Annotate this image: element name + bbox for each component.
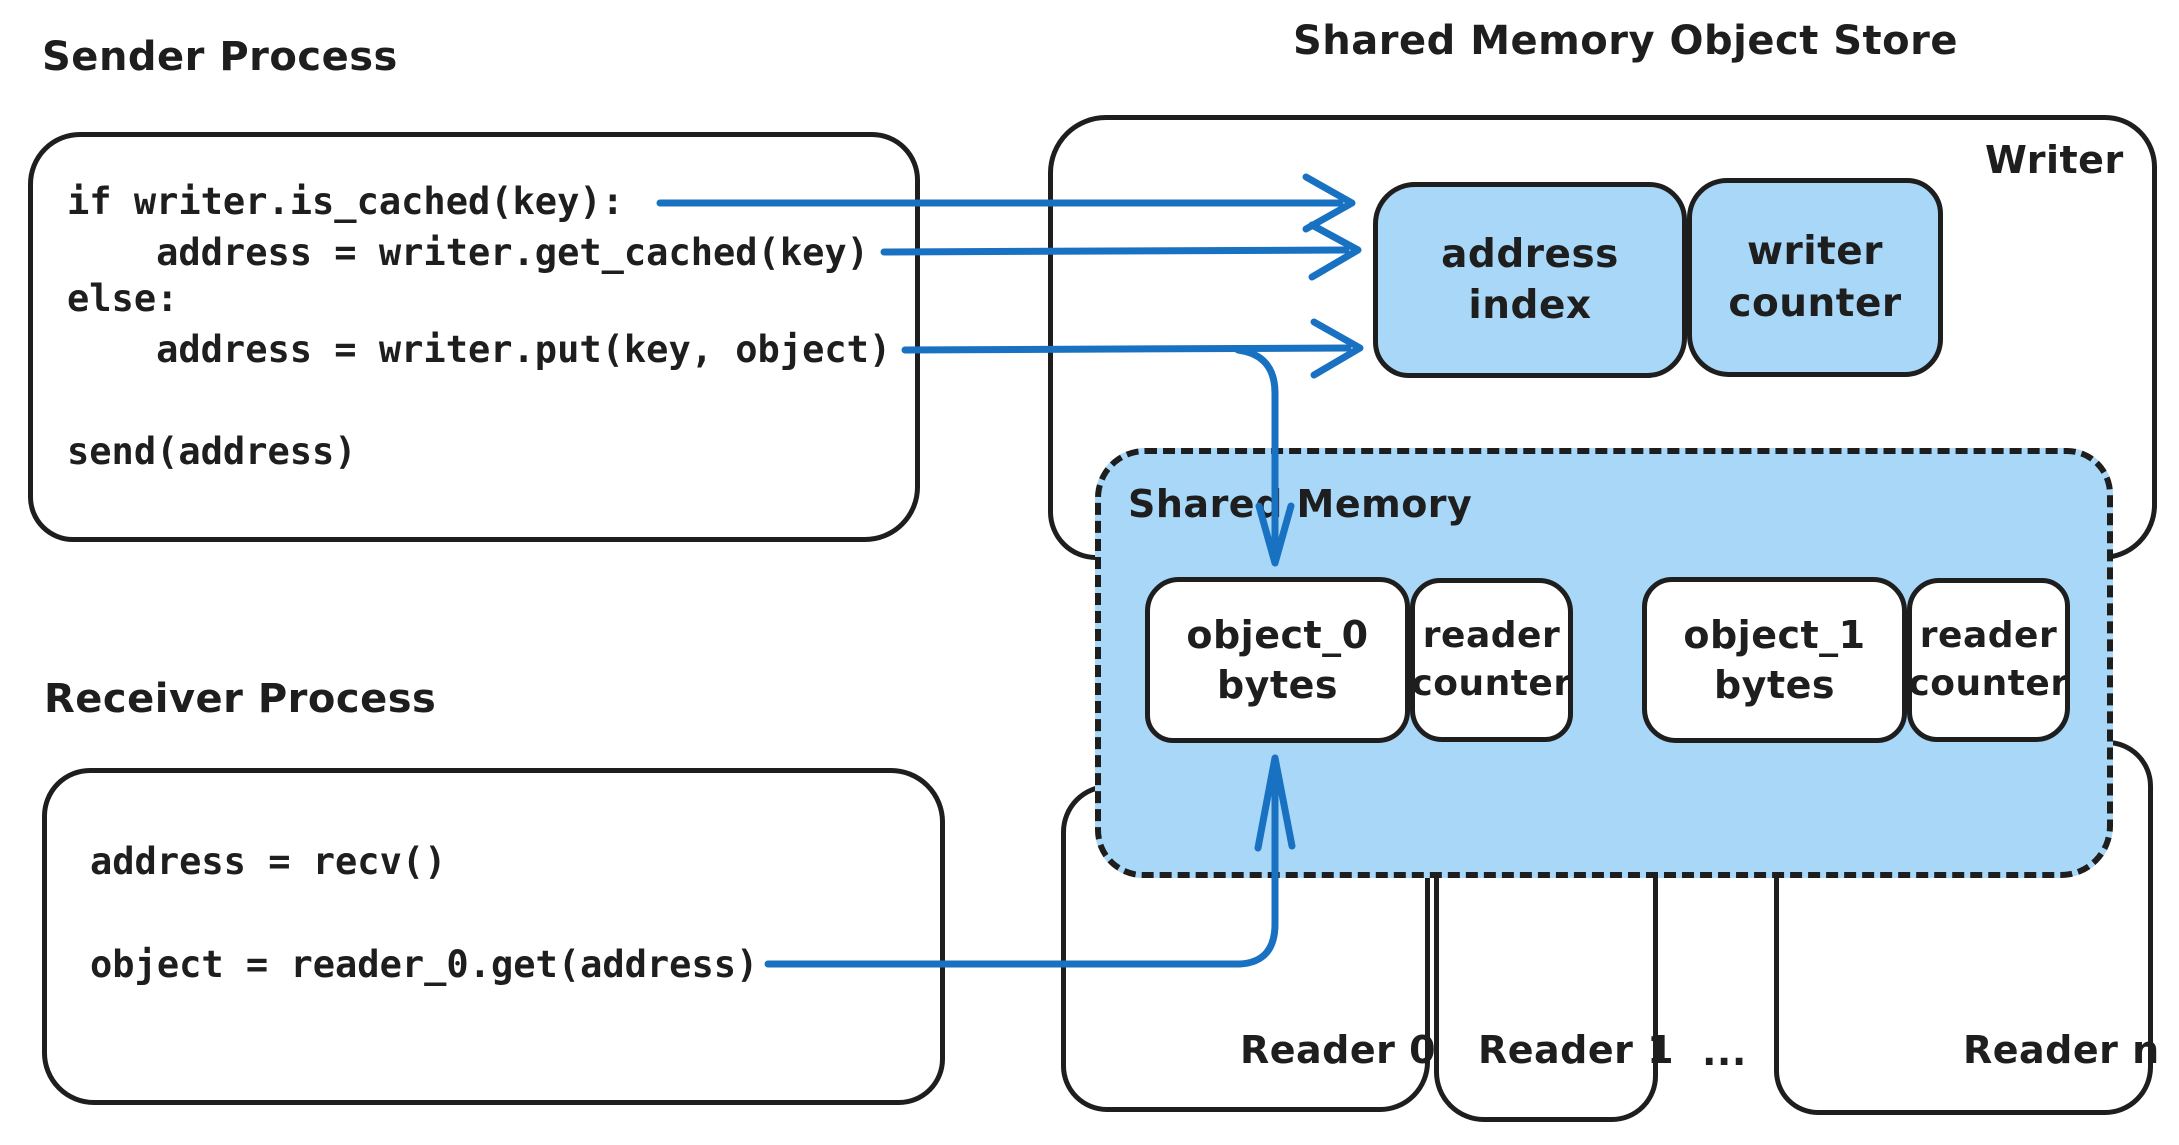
store-title: Shared Memory Object Store: [1293, 18, 1959, 64]
receiver-code-line-1: address = recv(): [90, 840, 447, 883]
address-index-box: address index: [1373, 182, 1687, 378]
reader-counter-0-label: reader counter: [1411, 615, 1572, 704]
sender-code-line-4: address = writer.put(key, object): [67, 328, 892, 371]
sender-code-line-3: else:: [67, 277, 179, 320]
readers-ellipsis-label: ...: [1702, 1030, 1747, 1074]
reader-counter-1-label: reader counter: [1908, 615, 2069, 704]
writer-counter-box: writer counter: [1687, 178, 1943, 377]
reader-counter-0-box: reader counter: [1410, 578, 1573, 742]
object-0-label: object_0 bytes: [1186, 612, 1369, 707]
shared-memory-label: Shared Memory: [1128, 482, 1473, 526]
sender-code-line-5: send(address): [67, 430, 357, 473]
reader-n-label: Reader n: [1963, 1028, 2160, 1072]
reader-counter-1-box: reader counter: [1907, 578, 2070, 742]
reader-0-label: Reader 0: [1240, 1028, 1437, 1072]
receiver-process-box: [42, 768, 945, 1105]
sender-code-line-2: address = writer.get_cached(key): [67, 231, 869, 274]
object-1-box: object_1 bytes: [1642, 577, 1907, 743]
object-1-label: object_1 bytes: [1683, 612, 1866, 707]
object-0-box: object_0 bytes: [1145, 577, 1410, 743]
receiver-process-title: Receiver Process: [44, 676, 437, 722]
sender-code-line-1: if writer.is_cached(key):: [67, 180, 624, 223]
writer-label: Writer: [1985, 138, 2124, 182]
address-index-label: address index: [1441, 231, 1619, 328]
writer-counter-label: writer counter: [1728, 229, 1902, 326]
receiver-code-line-2: object = reader_0.get(address): [90, 943, 759, 986]
reader-1-label: Reader 1: [1478, 1028, 1675, 1072]
sender-process-title: Sender Process: [42, 34, 398, 80]
